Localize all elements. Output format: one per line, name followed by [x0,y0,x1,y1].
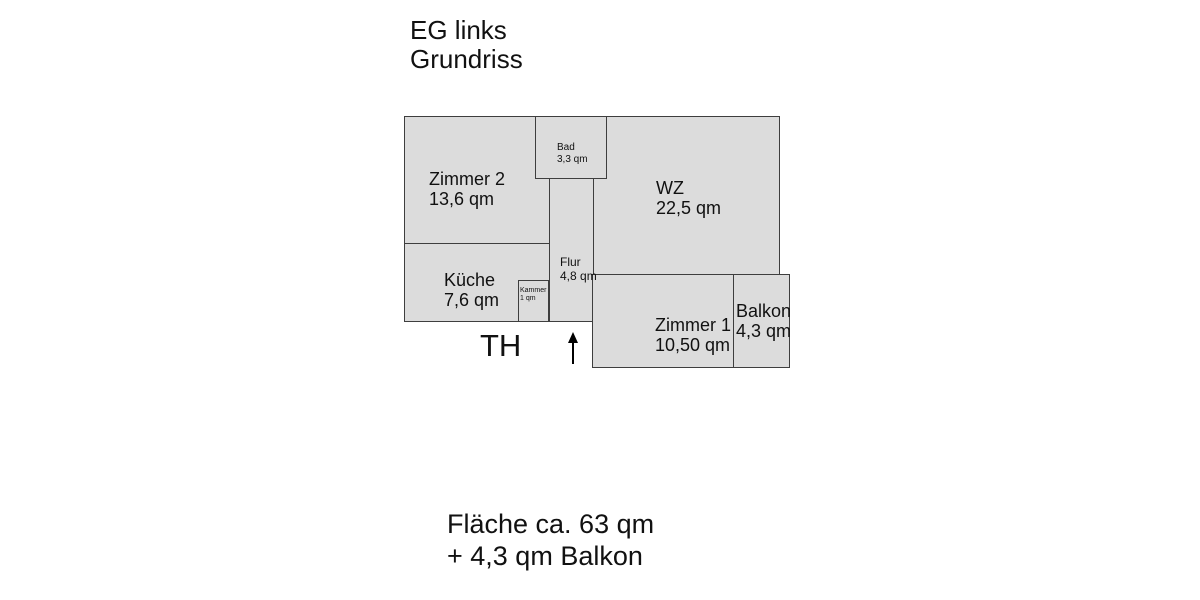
area-summary-line2: + 4,3 qm Balkon [447,541,643,571]
page-title-line2: Grundriss [410,44,523,74]
room-name: Balkon [736,301,792,321]
room-shape-zimmer2 [404,116,550,245]
room-label-bad: Bad 3,3 qm [557,142,588,166]
room-area: 4,8 qm [560,269,597,283]
area-summary: Fläche ca. 63 qm + 4,3 qm Balkon [447,508,654,572]
arrow-head [568,332,578,343]
room-label-wz: WZ 22,5 qm [656,178,721,218]
room-area: 22,5 qm [656,198,722,218]
room-label-kammer: Kammer 1 qm [520,287,546,303]
room-name: Kammer [520,287,547,294]
room-area: 3,3 qm [557,154,588,165]
room-name: Bad [557,142,575,153]
entrance-arrow-icon [565,332,581,364]
room-shape-bad [535,116,607,179]
room-area: 4,3 qm [736,321,792,341]
room-area: 7,6 qm [444,290,500,310]
room-label-zimmer2: Zimmer 2 13,6 qm [429,169,505,209]
room-label-flur: Flur 4,8 qm [560,255,597,283]
room-name: Küche [444,270,496,290]
room-shape-flur [549,177,594,322]
room-label-zimmer1: Zimmer 1 10,50 qm [655,315,731,355]
room-shape-zimmer1 [592,273,735,368]
room-name: WZ [656,178,684,198]
room-label-balkon: Balkon 4,3 qm [736,301,791,341]
room-shape-kammer [517,280,549,322]
stairwell-label: TH [480,328,522,363]
room-area: 1 qm [520,295,536,302]
page-title: EG links Grundriss [410,16,523,74]
room-name: Zimmer 2 [429,169,505,189]
room-shape-balkon [733,273,790,368]
room-area: 13,6 qm [429,189,495,209]
area-summary-line1: Fläche ca. 63 qm [447,509,655,539]
room-area: 10,50 qm [655,335,731,355]
room-name: Zimmer 1 [655,315,731,335]
room-name: Flur [560,255,581,269]
arrow-shaft [572,341,574,364]
page-title-line1: EG links [410,15,507,45]
room-label-kueche: Küche 7,6 qm [444,270,499,310]
